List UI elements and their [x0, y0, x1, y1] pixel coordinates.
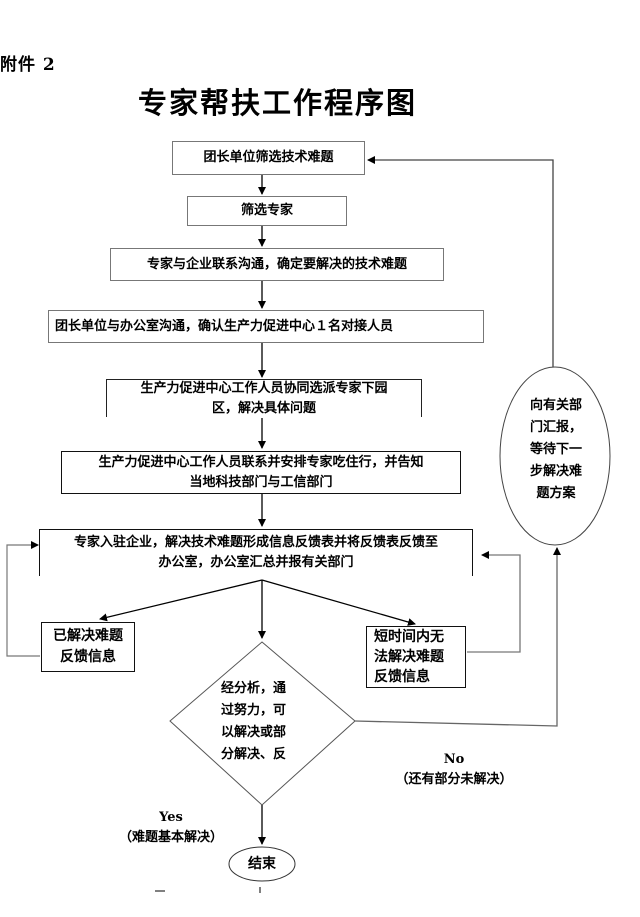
branch-to-solved: [99, 579, 263, 622]
step-text: 团长单位与办公室沟通，确认生产力促进中心１名对接人员: [55, 318, 394, 334]
step-text: 专家与企业联系沟通，确定要解决的技术难题: [146, 256, 407, 272]
step-text-line1: 专家入驻企业，解决技术难题形成信息反馈表并将反馈表反馈至: [73, 535, 438, 550]
decision-line: 分解决、反: [221, 747, 287, 762]
decision-line: 过努力，可: [221, 703, 287, 718]
end-label: 结束: [248, 856, 276, 872]
unsolved-line3: 反馈信息: [374, 669, 430, 685]
no-label-line2: （还有部分未解决）: [395, 772, 513, 787]
solved-line1: 已解决难题: [53, 628, 123, 644]
report-ellipse-text: 向有关部 门汇报， 等待下一 步解决难 题方案: [515, 395, 597, 505]
yes-label-line2: （难题基本解决）: [118, 830, 223, 845]
step-arrange-logistics: 生产力促进中心工作人员联系并安排专家吃住行，并告知 当地科技部门与工信部门: [61, 451, 461, 494]
step-expert-enterprise-contact: 专家与企业联系沟通，确定要解决的技术难题: [110, 248, 444, 281]
no-label: No （还有部分未解决）: [384, 750, 524, 790]
step-text-line2: 办公室，办公室汇总并报有关部门: [158, 555, 354, 570]
report-ellipse: [499, 366, 611, 546]
step-dispatch-experts: 生产力促进中心工作人员协同选派专家下园 区，解决具体问题: [106, 379, 422, 417]
report-line: 题方案: [536, 486, 576, 501]
loop-back-top-line: [367, 156, 554, 367]
report-line: 等待下一: [529, 442, 582, 457]
yes-label: Yes （难题基本解决）: [108, 808, 234, 848]
solved-line2: 反馈信息: [60, 649, 116, 665]
report-line: 步解决难: [529, 464, 582, 479]
decision-line: 经分析，通: [221, 681, 287, 696]
report-line: 向有关部: [529, 398, 582, 413]
no-label-line1: No: [443, 752, 465, 767]
unsolved-line1: 短时间内无: [374, 629, 444, 645]
solved-feedback-line: [6, 541, 40, 657]
decision-text: 经分析，通 过努力，可 以解决或部 分解决、反: [221, 678, 311, 766]
step-text: 团长单位筛选技术难题: [203, 150, 334, 165]
decision-line: 以解决或部: [221, 725, 287, 740]
step-text-line2: 区，解决具体问题: [211, 400, 316, 416]
step-confirm-liaison: 团长单位与办公室沟通，确认生产力促进中心１名对接人员: [48, 310, 484, 343]
unsolved-line2: 法解决难题: [374, 649, 444, 665]
step-text-line1: 生产力促进中心工作人员联系并安排专家吃住行，并告知: [98, 454, 424, 470]
yes-label-line1: Yes: [159, 810, 183, 825]
branch-unsolved-box: 短时间内无 法解决难题 反馈信息: [366, 626, 466, 688]
branch-to-unsolved: [261, 579, 416, 626]
step-text: 筛选专家: [240, 203, 293, 218]
no-path-line: [354, 547, 561, 727]
step-expert-on-site: 专家入驻企业，解决技术难题形成信息反馈表并将反馈表反馈至 办公室，办公室汇总并报…: [39, 529, 473, 576]
step-screen-problems: 团长单位筛选技术难题: [172, 141, 365, 175]
end-ellipse: [228, 846, 296, 882]
step-text-line2: 当地科技部门与工信部门: [189, 474, 333, 490]
step-screen-experts: 筛选专家: [187, 196, 347, 226]
report-line: 门汇报，: [529, 420, 582, 435]
attachment-label: 附件 2: [0, 55, 56, 75]
step-text-line1: 生产力促进中心工作人员协同选派专家下园: [140, 380, 388, 396]
page-title: 专家帮扶工作程序图: [138, 86, 418, 120]
unsolved-feedback-line: [467, 551, 521, 653]
branch-solved-box: 已解决难题 反馈信息: [41, 622, 135, 672]
